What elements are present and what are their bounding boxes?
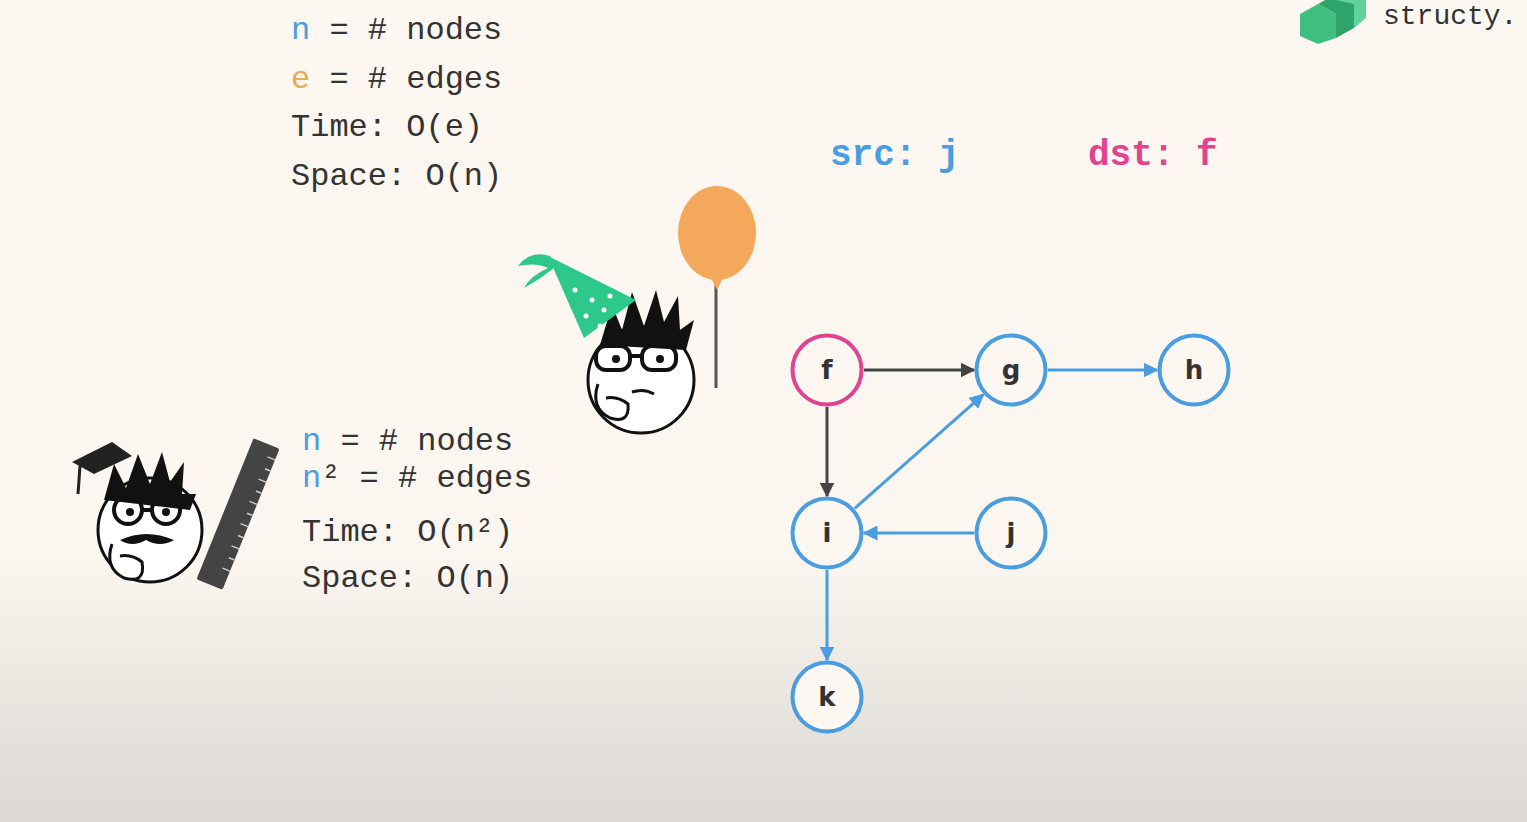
graph-node: i <box>790 496 864 570</box>
directed-edge <box>1048 369 1157 372</box>
node-label: f <box>790 333 864 407</box>
directed-edge <box>826 407 829 496</box>
graph-node: f <box>790 333 864 407</box>
brand-name: structy. <box>1383 0 1517 34</box>
complexity-note: Space: O(n) <box>302 560 513 598</box>
destination-label: dst: f <box>1088 134 1218 177</box>
node-label: k <box>790 660 864 734</box>
directed-edge <box>826 570 829 660</box>
complexity-note: Time: O(n²) <box>302 514 513 552</box>
graph-node: k <box>790 660 864 734</box>
directed-edge <box>864 532 974 535</box>
node-label: h <box>1157 333 1231 407</box>
graph-node: j <box>974 496 1048 570</box>
legend-line: n = # nodes <box>302 423 513 461</box>
professor-character <box>72 438 279 589</box>
legend-line: n² = # edges <box>302 460 532 498</box>
complexity-note: Space: O(n) <box>291 158 502 196</box>
directed-edge <box>864 369 974 372</box>
source-label: src: j <box>830 134 960 177</box>
graph-node: h <box>1157 333 1231 407</box>
graph-node: g <box>974 333 1048 407</box>
node-label: i <box>790 496 864 570</box>
node-label: g <box>974 333 1048 407</box>
directed-edge <box>855 395 984 509</box>
legend-line: n = # nodes <box>291 12 502 50</box>
party-character <box>518 186 756 433</box>
legend-line: e = # edges <box>291 61 502 99</box>
complexity-note: Time: O(e) <box>291 109 483 147</box>
node-label: j <box>974 496 1048 570</box>
logo-icon <box>1300 0 1366 44</box>
